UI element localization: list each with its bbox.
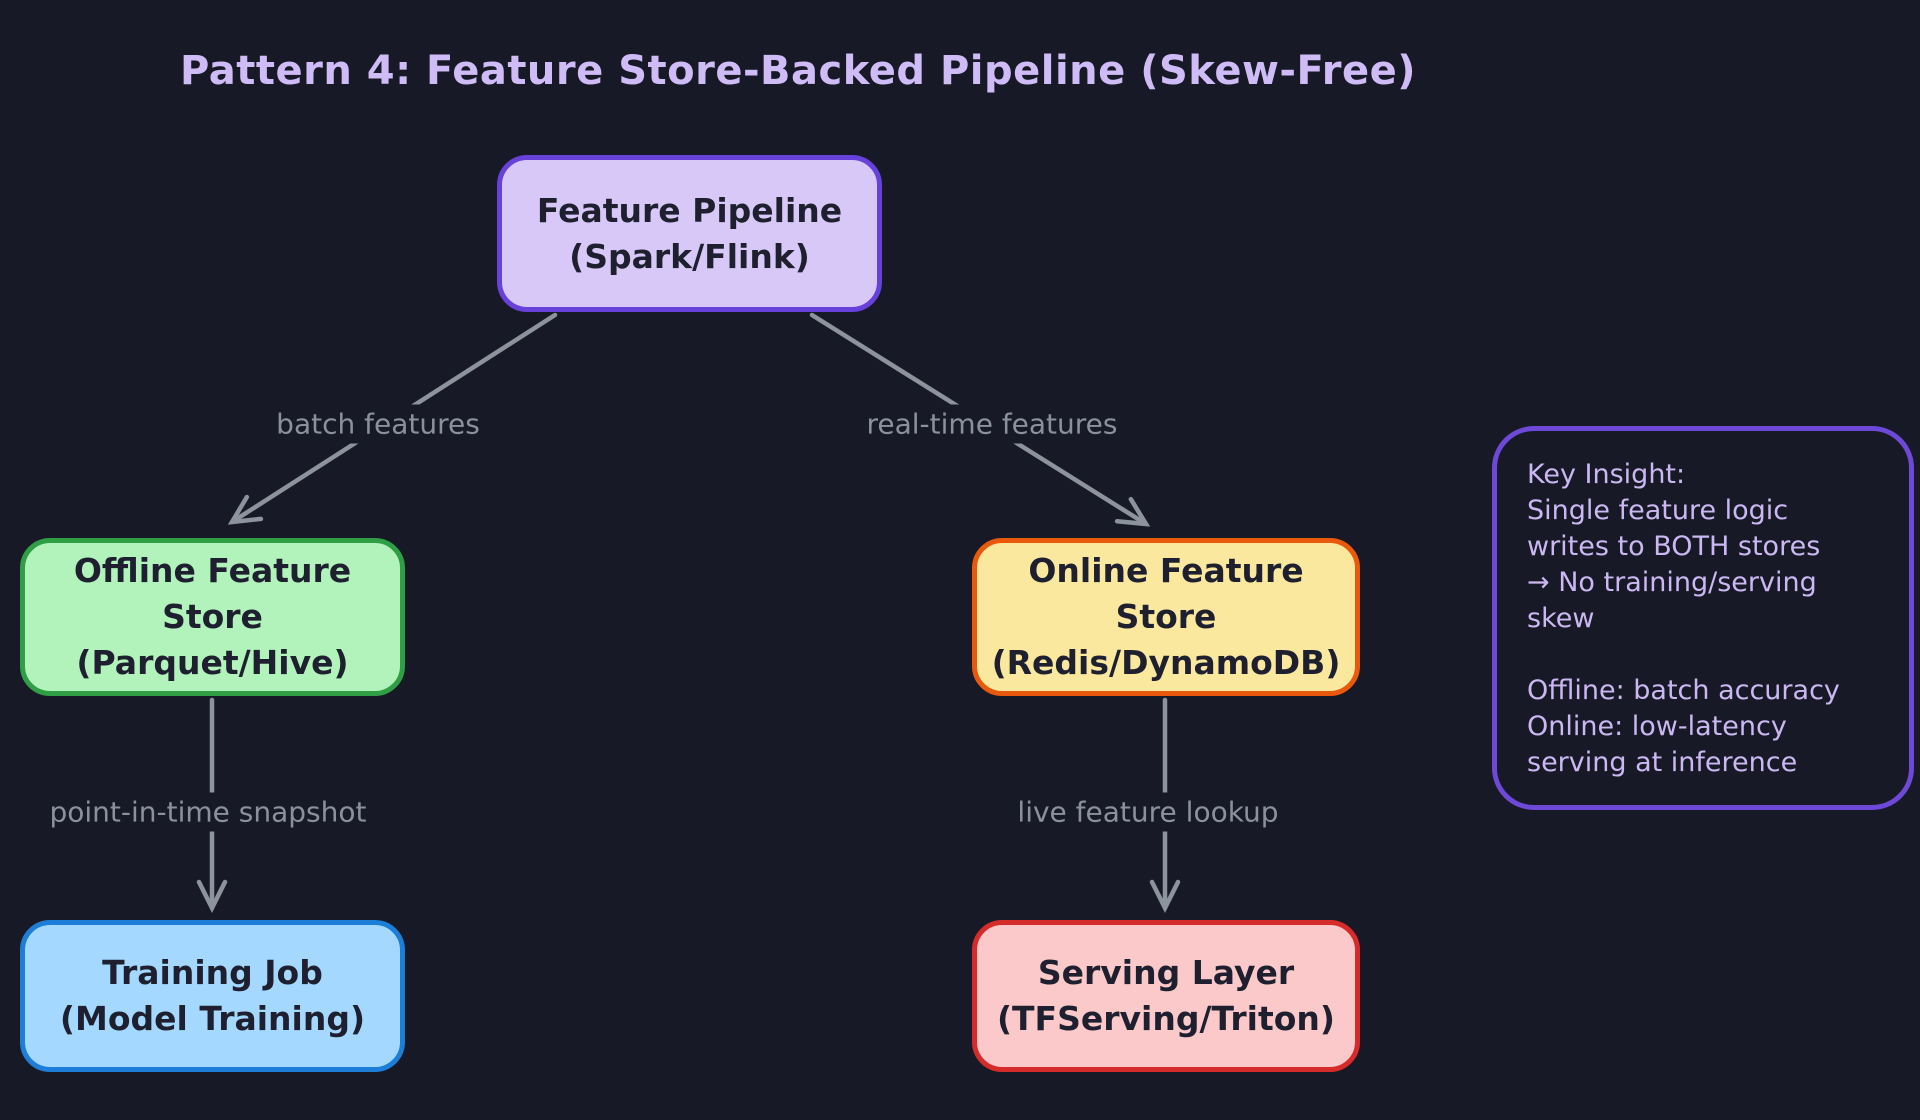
node-online-feature-store: Online Feature Store (Redis/DynamoDB) (972, 538, 1360, 696)
node-feature-pipeline-label: Feature Pipeline (536, 190, 843, 230)
node-serving-layer-sublabel: (TFServing/Triton) (996, 999, 1336, 1038)
edge-label-point-in-time-snapshot: point-in-time snapshot (37, 792, 379, 832)
node-offline-feature-store-label: Offline Feature Store (73, 551, 352, 636)
edge-label-batch-features: batch features (264, 404, 492, 444)
node-training-job-label: Training Job (102, 953, 323, 992)
node-online-feature-store-sublabel: (Redis/DynamoDB) (991, 643, 1341, 682)
node-online-feature-store-label: Online Feature Store (1028, 551, 1304, 636)
node-serving-layer: Serving Layer (TFServing/Triton) (972, 920, 1360, 1072)
diagram-title: Pattern 4: Feature Store-Backed Pipeline… (180, 48, 1417, 94)
node-feature-pipeline-sublabel: (Spark/Flink) (569, 236, 810, 276)
node-offline-feature-store-sublabel: (Parquet/Hive) (76, 643, 349, 682)
node-offline-feature-store: Offline Feature Store (Parquet/Hive) (20, 538, 405, 696)
edge-label-live-feature-lookup: live feature lookup (1005, 792, 1291, 832)
node-training-job: Training Job (Model Training) (20, 920, 405, 1072)
key-insight-note: Key Insight: Single feature logic writes… (1492, 426, 1914, 810)
node-training-job-sublabel: (Model Training) (59, 999, 366, 1038)
node-feature-pipeline: Feature Pipeline (Spark/Flink) (497, 155, 882, 312)
edge-label-realtime-features: real-time features (854, 404, 1130, 444)
node-serving-layer-label: Serving Layer (1037, 953, 1295, 992)
